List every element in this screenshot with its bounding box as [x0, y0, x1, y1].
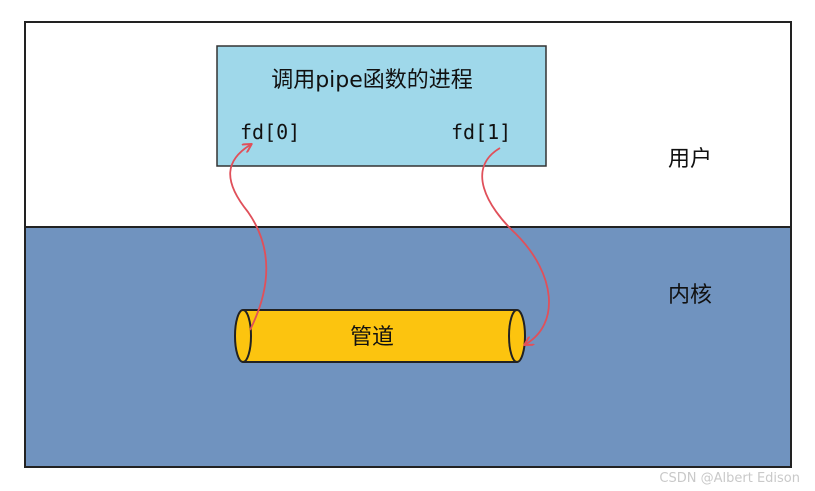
watermark-text: CSDN @Albert Edison [659, 471, 800, 486]
user-space-label: 用户 [668, 147, 712, 172]
process-title: 调用pipe函数的进程 [271, 68, 473, 93]
pipe-label: 管道 [350, 325, 394, 350]
kernel-space-label: 内核 [668, 283, 712, 308]
pipe-tube [234, 309, 526, 363]
read-end-arrow [229, 145, 268, 331]
fd-read-label: fd[0] [240, 120, 300, 144]
fd-write-label: fd[1] [451, 120, 511, 144]
process-box [216, 45, 547, 167]
write-end-arrow [481, 147, 550, 344]
